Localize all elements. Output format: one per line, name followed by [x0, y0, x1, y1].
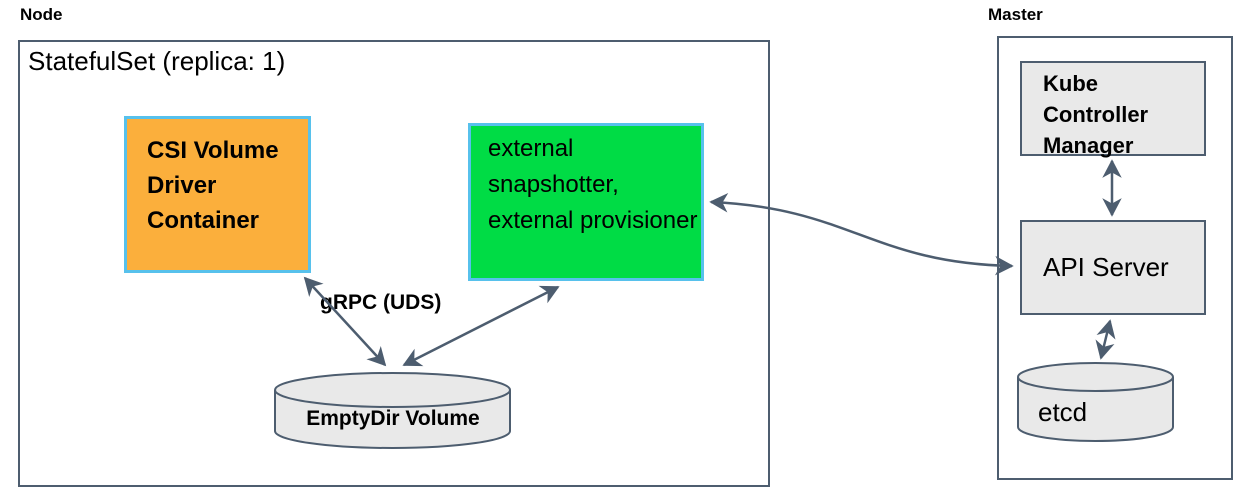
statefulset-label: StatefulSet (replica: 1) [28, 46, 286, 76]
emptydir-volume-label: EmptyDir Volume [306, 407, 480, 430]
master-panel-title: Master [988, 5, 1043, 24]
external-sidecars-box: external snapshotter, external provision… [468, 123, 704, 281]
node-panel-title: Node [20, 5, 63, 24]
api-server-box: API Server [1020, 220, 1206, 315]
kube-controller-manager-box: Kube Controller Manager [1020, 61, 1206, 158]
grpc-uds-label: gRPC (UDS) [320, 291, 442, 314]
csi-volume-driver-box: CSI Volume Driver Container [124, 116, 311, 273]
etcd-label: etcd [1038, 397, 1088, 427]
